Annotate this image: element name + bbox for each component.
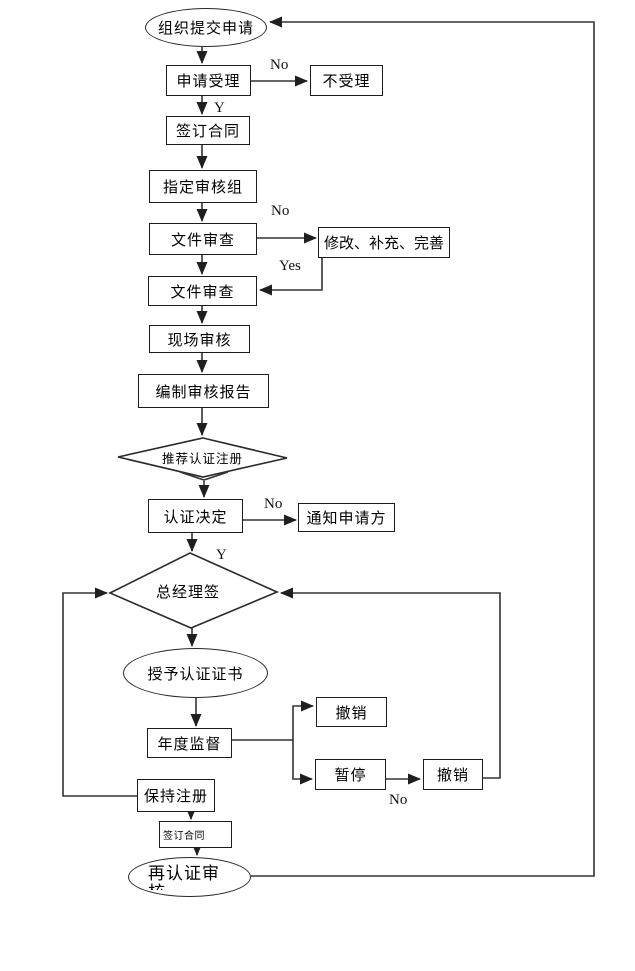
node-label: 文件审查 <box>170 283 235 301</box>
edge-revoke2-gm-loop <box>280 587 501 779</box>
edge-label-doc-yes: Yes <box>279 258 301 274</box>
node-label: 撤销 <box>335 704 368 722</box>
node-modify-supplement-improve: 修改、补充、完善 <box>318 227 450 258</box>
node-grant-certificate: 授予认证证书 <box>123 648 268 698</box>
node-label: 再认证审核 <box>148 864 220 890</box>
diamond-recommend-chevron <box>179 471 229 481</box>
node-sign-contract-small: 签订合同 <box>159 821 232 848</box>
node-label: 签订合同 <box>163 831 205 842</box>
node-recertification-audit: 再认证审核 <box>128 857 251 897</box>
node-label: 保持注册 <box>143 788 208 805</box>
edge-branch-suspend <box>292 740 313 785</box>
node-label: 总经理签 <box>155 583 220 601</box>
edge-label-accept-yes: Y <box>214 100 225 116</box>
node-application-acceptance: 申请受理 <box>166 65 251 96</box>
node-label: 暂停 <box>334 767 367 784</box>
node-sign-contract: 签订合同 <box>166 116 250 145</box>
node-revoke-top: 撤销 <box>316 697 387 727</box>
edge-label-accept-no: No <box>270 57 289 73</box>
node-prepare-audit-report: 编制审核报告 <box>138 374 269 408</box>
edge-label-suspend-no: No <box>389 792 408 808</box>
node-label: 通知申请方 <box>306 510 387 527</box>
edge-branch-revoke1 <box>292 700 314 740</box>
node-annual-supervision: 年度监督 <box>147 728 232 758</box>
node-label: 撤销 <box>436 767 469 784</box>
edge-label-doc-no: No <box>271 203 290 219</box>
node-recommend-certification-registration: 推荐认证注册 <box>118 445 287 469</box>
diamond-gm-shape <box>108 552 280 629</box>
node-label: 授予认证证书 <box>147 665 244 683</box>
edge-modify-doc2 <box>259 258 323 296</box>
node-suspend: 暂停 <box>315 759 386 790</box>
node-label: 不受理 <box>322 73 371 90</box>
node-onsite-audit: 现场审核 <box>149 325 250 353</box>
node-label: 申请受理 <box>176 73 241 90</box>
edge-label-decision-no: No <box>264 496 283 512</box>
diamond-recommend-shape <box>117 437 288 478</box>
node-certification-decision: 认证决定 <box>148 499 243 533</box>
edge-label-decision-yes: Y <box>216 547 227 563</box>
node-label: 推荐认证注册 <box>161 451 243 466</box>
node-submit-application: 组织提交申请 <box>145 8 267 47</box>
node-label: 指定审核组 <box>162 179 243 196</box>
node-document-review-2: 文件审查 <box>148 276 257 306</box>
node-not-accepted: 不受理 <box>310 65 383 96</box>
node-label: 认证决定 <box>163 508 228 526</box>
node-label: 组织提交申请 <box>157 20 254 37</box>
node-label: 签订合同 <box>175 123 240 140</box>
node-label: 现场审核 <box>167 331 232 349</box>
node-label: 年度监督 <box>157 735 222 753</box>
node-label: 编制审核报告 <box>155 383 252 401</box>
node-document-review-1: 文件审查 <box>149 223 257 255</box>
node-general-manager-sign: 总经理签 <box>112 581 264 601</box>
node-assign-audit-team: 指定审核组 <box>149 170 257 203</box>
node-notify-applicant: 通知申请方 <box>298 503 395 532</box>
node-label: 文件审查 <box>170 231 235 249</box>
node-revoke-after-suspend: 撤销 <box>423 759 483 790</box>
edge-keep-gm-loop <box>62 587 137 797</box>
node-maintain-registration: 保持注册 <box>137 779 215 812</box>
edge-recert-submit-loop <box>251 16 595 877</box>
node-label: 修改、补充、完善 <box>323 235 444 252</box>
